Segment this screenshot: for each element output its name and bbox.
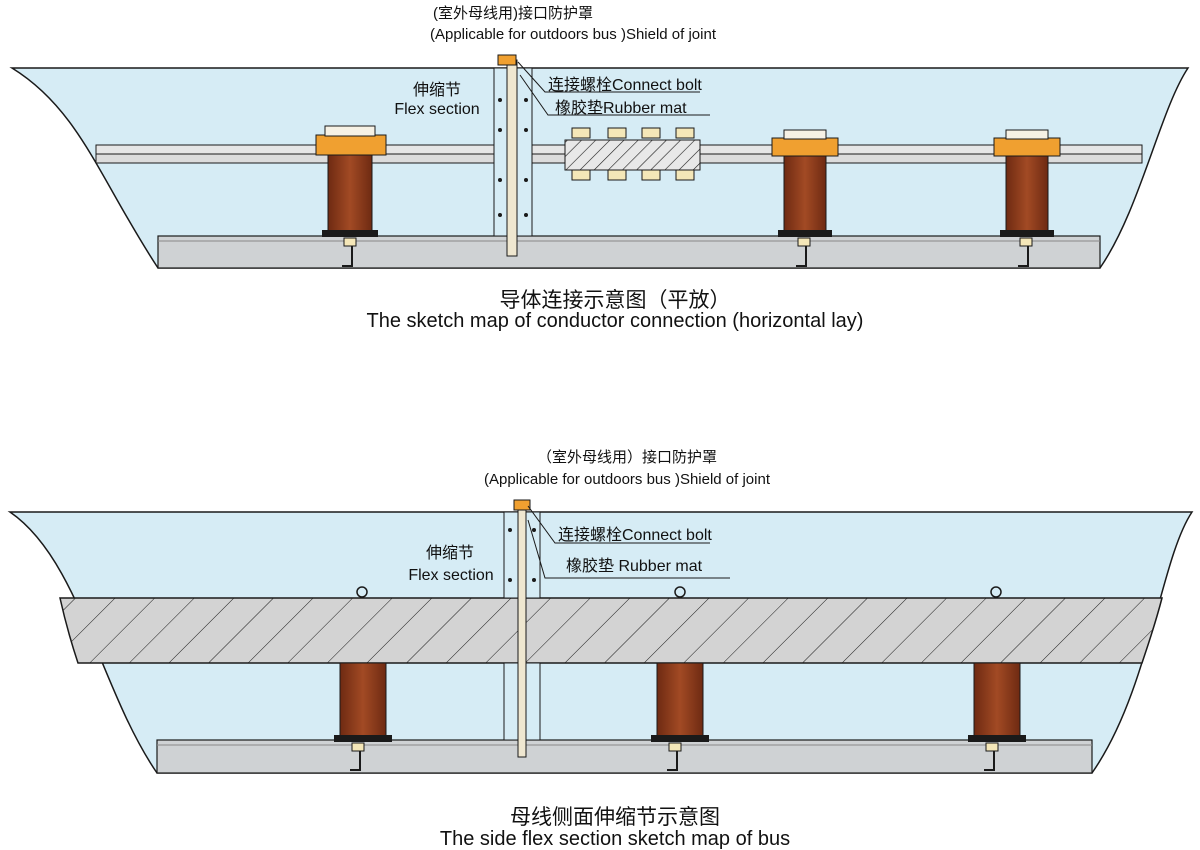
- bottom-diagram: [7, 499, 1194, 774]
- bottom-shield-label-en: (Applicable for outdoors bus )Shield of …: [484, 471, 771, 488]
- bottom-flex-section: [503, 499, 541, 758]
- bottom-flex-label-cn: 伸缩节: [426, 544, 474, 562]
- top-flex-label-en: Flex section: [394, 101, 479, 118]
- bottom-caption-en: The side flex section sketch map of bus: [440, 828, 790, 850]
- top-flex-label-cn: 伸缩节: [413, 81, 461, 99]
- bottom-bolt-label: 连接螺栓Connect bolt: [558, 526, 712, 544]
- top-insulator-1: [315, 125, 387, 267]
- top-diagram: [9, 54, 1190, 269]
- bottom-leader-lines: [527, 505, 730, 579]
- top-leader-lines: [517, 61, 710, 116]
- bottom-lifting-rings: [356, 586, 1002, 598]
- bottom-insulator-3: [968, 662, 1026, 771]
- top-shield-label-en: (Applicable for outdoors bus )Shield of …: [430, 26, 717, 43]
- top-mat-label: 橡胶垫Rubber mat: [555, 99, 687, 117]
- top-caption-cn: 导体连接示意图（平放）: [500, 289, 731, 312]
- bottom-conductor: [59, 597, 1163, 664]
- bottom-flex-label-en: Flex section: [408, 567, 493, 584]
- bottom-insulator-1: [334, 662, 392, 771]
- top-insulator-2: [771, 129, 839, 267]
- bottom-caption-cn: 母线侧面伸缩节示意图: [510, 806, 720, 829]
- top-insulator-3: [993, 129, 1061, 267]
- bottom-shield-label-cn: （室外母线用）接口防护罩: [537, 449, 717, 466]
- top-caption-en: The sketch map of conductor connection (…: [367, 310, 864, 332]
- top-flex-section: [493, 54, 533, 257]
- bottom-mat-label: 橡胶垫 Rubber mat: [566, 557, 703, 575]
- top-bolt-label: 连接螺栓Connect bolt: [548, 76, 702, 94]
- bottom-insulator-2: [651, 662, 709, 771]
- top-shield-label-cn: (室外母线用)接口防护罩: [433, 5, 593, 22]
- top-bolted-joint: [564, 127, 701, 181]
